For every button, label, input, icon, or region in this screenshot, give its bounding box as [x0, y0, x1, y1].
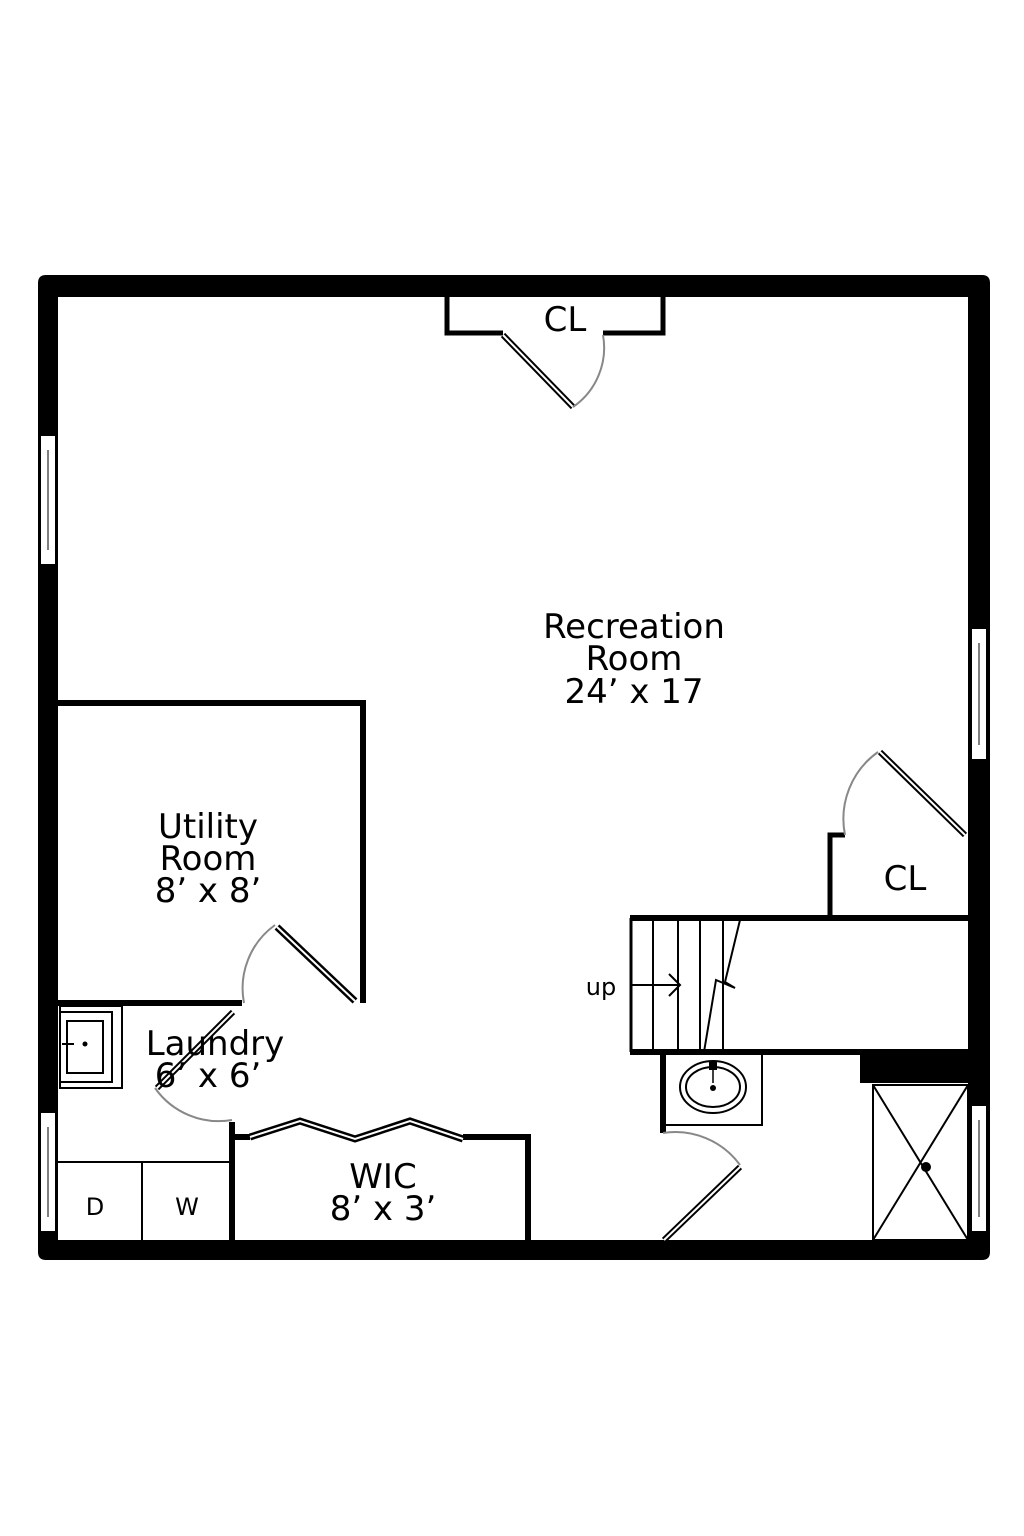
wall-block — [860, 1052, 968, 1083]
recreation-room-label: Recreation — [543, 607, 725, 647]
recreation-room-size: 24’ x 17 — [564, 672, 703, 712]
recreation-room-label-2: Room — [586, 639, 683, 679]
closet-top-label: CL — [544, 300, 587, 340]
washer-label: W — [175, 1193, 199, 1221]
wic-label: WIC — [349, 1157, 416, 1197]
laundry-door — [154, 1009, 236, 1123]
utility-room-label: Utility — [158, 807, 258, 847]
closet-right — [827, 749, 968, 918]
shower-icon — [872, 1084, 969, 1241]
closet-right-label: CL — [884, 859, 927, 899]
washer-dryer — [58, 1161, 232, 1240]
utility-room-size: 8’ x 8’ — [155, 871, 262, 911]
wic-size: 8’ x 3’ — [330, 1189, 437, 1229]
utility-room-walls — [58, 700, 366, 1006]
dryer-label: D — [86, 1193, 104, 1221]
laundry-size: 6’ x 6’ — [155, 1056, 262, 1096]
window-right-lower — [970, 1104, 988, 1233]
staircase — [629, 915, 968, 1055]
wic-walls — [229, 1117, 531, 1240]
closet-top — [444, 297, 666, 410]
window-right-upper — [970, 627, 988, 761]
utility-room-label-2: Room — [160, 839, 257, 879]
window-left-upper — [39, 434, 57, 566]
laundry-label: Laundry — [146, 1024, 285, 1064]
bathroom-door — [661, 1131, 743, 1243]
bathroom-sink-icon — [660, 1052, 763, 1133]
window-left-lower — [39, 1111, 57, 1233]
stairs-up-arrow-icon — [632, 973, 682, 997]
stairs-up-label: up — [586, 973, 616, 1001]
laundry-sink-icon — [59, 1005, 123, 1089]
